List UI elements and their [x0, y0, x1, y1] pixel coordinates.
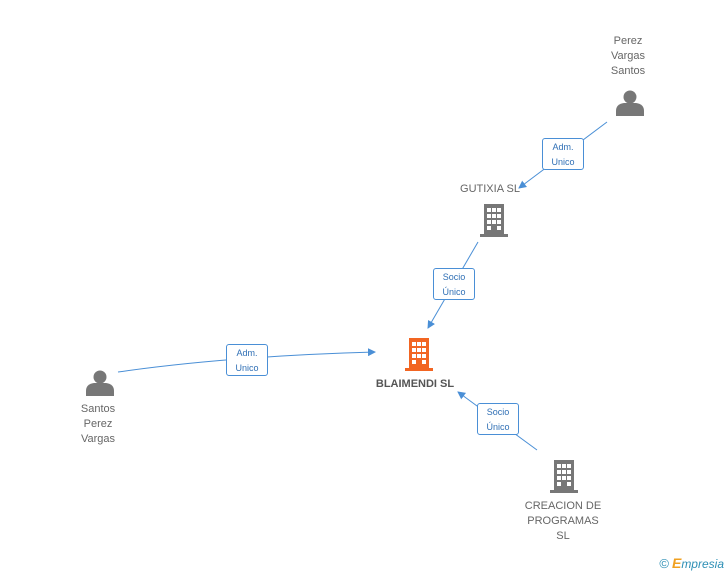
edge-label-line1: Socio: [442, 272, 466, 282]
node-label-blaimendi[interactable]: BLAIMENDI SL: [375, 378, 455, 390]
edge-label-adm-unico[interactable]: Adm. Unico: [542, 138, 584, 170]
person-icon[interactable]: [86, 370, 114, 397]
edge-label-socio-unico[interactable]: Socio Único: [433, 268, 475, 300]
building-icon-main[interactable]: [405, 338, 433, 371]
brand-name: mpresia: [681, 557, 724, 571]
node-label-gutixia[interactable]: GUTIXIA SL: [460, 183, 520, 195]
node-label-santos-perez-vargas[interactable]: Santos Perez Vargas: [80, 403, 116, 445]
edge-label-line1: Adm.: [236, 348, 258, 358]
building-icon[interactable]: [550, 460, 578, 493]
edge-label-line2: Único: [486, 422, 510, 432]
building-icon[interactable]: [480, 204, 508, 237]
edge-label-line1: Socio: [486, 407, 510, 417]
edge-label-line2: Unico: [235, 363, 259, 373]
edge-label-adm-unico[interactable]: Adm. Unico: [226, 344, 268, 376]
node-label-creacion[interactable]: CREACION DE PROGRAMAS SL: [524, 500, 602, 542]
edge-label-line1: Adm.: [552, 142, 574, 152]
person-icon[interactable]: [616, 90, 644, 117]
brand-footer[interactable]: ©Empresia: [659, 555, 724, 571]
edge-label-line2: Unico: [551, 157, 575, 167]
copyright-icon: ©: [659, 556, 669, 571]
edge-label-line2: Único: [442, 287, 466, 297]
node-label-perez-vargas-santos[interactable]: Perez Vargas Santos: [610, 35, 646, 77]
edge-label-socio-unico[interactable]: Socio Único: [477, 403, 519, 435]
brand-initial: E: [671, 555, 682, 571]
